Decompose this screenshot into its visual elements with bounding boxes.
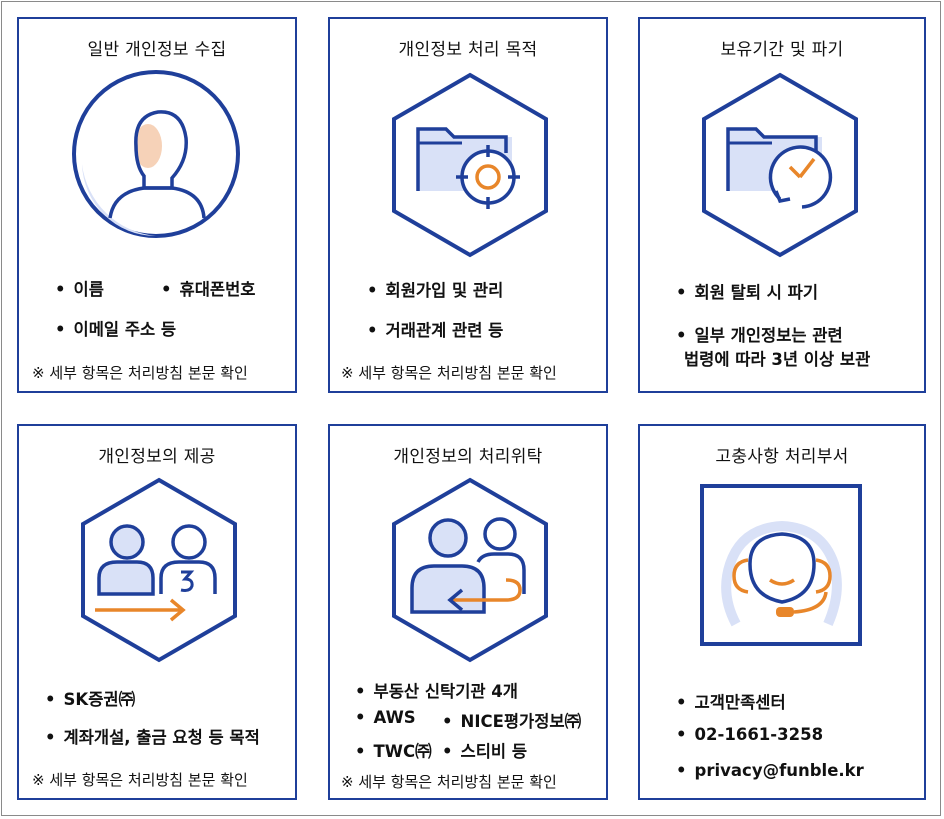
list-item: 고객만족센터	[676, 689, 786, 713]
card-complaint-department: 고충사항 처리부서 고객만족센터 02-1661-3258 privacy@fu…	[638, 424, 926, 800]
list-item: NICE평가정보㈜	[442, 708, 582, 732]
list-item: TWC㈜	[355, 738, 432, 762]
list-item: 02-1661-3258	[676, 725, 824, 744]
folder-clock-icon	[702, 72, 858, 258]
headset-agent-icon	[700, 484, 862, 646]
list-item: 휴대폰번호	[161, 276, 256, 300]
two-people-arrow-icon	[81, 477, 237, 663]
list-item: 스티비 등	[442, 738, 527, 762]
card-processing-outsourcing: 개인정보의 처리위탁 부동산 신탁기관 4개 AWS NICE평가정보㈜ TWC…	[328, 424, 608, 800]
card-title: 고충사항 처리부서	[715, 447, 849, 467]
list-item: 일부 개인정보는 관련	[676, 322, 843, 346]
card-title: 개인정보 처리 목적	[398, 40, 538, 60]
card-processing-purpose: 개인정보 처리 목적 회원가입 및 관리 거래관계 관련 등 ※ 세부 항목은 …	[328, 17, 608, 393]
list-item: 회원가입 및 관리	[367, 277, 504, 301]
list-item: 회원 탈퇴 시 파기	[676, 279, 819, 303]
detail-note: ※ 세부 항목은 처리방침 본문 확인	[32, 771, 248, 789]
folder-target-icon	[392, 72, 548, 258]
card-title: 일반 개인정보 수집	[87, 40, 227, 60]
card-title: 개인정보의 처리위탁	[393, 447, 543, 467]
detail-note: ※ 세부 항목은 처리방침 본문 확인	[341, 773, 557, 791]
person-icon	[72, 70, 240, 238]
card-title: 개인정보의 제공	[98, 447, 216, 467]
list-item: AWS	[355, 708, 416, 727]
list-item: SK증권㈜	[45, 686, 136, 710]
list-item: privacy@funble.kr	[676, 761, 864, 780]
detail-note: ※ 세부 항목은 처리방침 본문 확인	[341, 364, 557, 382]
list-item: 계좌개설, 출금 요청 등 목적	[45, 724, 260, 748]
list-item: 부동산 신탁기관 4개	[355, 678, 518, 702]
detail-note: ※ 세부 항목은 처리방침 본문 확인	[32, 364, 248, 382]
list-item: 법령에 따라 3년 이상 보관	[684, 350, 871, 369]
list-item: 이름	[55, 276, 104, 300]
card-general-collection: 일반 개인정보 수집 이름 휴대폰번호 이메일 주소 등 ※ 세부 항목은 처리…	[17, 17, 297, 393]
people-handoff-icon	[392, 477, 548, 663]
card-data-provision: 개인정보의 제공 SK증권㈜ 계좌개설, 출금 요청 등 목적 ※ 세부 항목은…	[17, 424, 297, 800]
list-item: 이메일 주소 등	[55, 316, 177, 340]
card-retention-disposal: 보유기간 및 파기 회원 탈퇴 시 파기 일부 개인정보는 관련 법령에 따라 …	[638, 17, 926, 393]
card-title: 보유기간 및 파기	[720, 40, 844, 60]
list-item: 거래관계 관련 등	[367, 317, 504, 341]
